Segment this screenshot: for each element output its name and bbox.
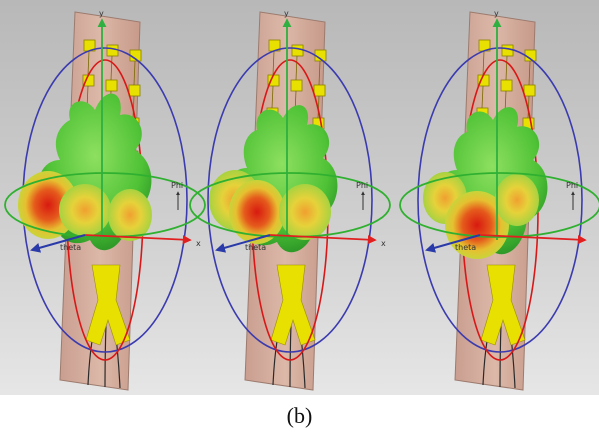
axis-y-label: y [494, 9, 499, 18]
axis-phi-label: Phi [171, 181, 183, 190]
axis-theta-label: theta [245, 243, 266, 252]
radiation-pattern-canvas: y x theta Phi y x theta Phi [4, 9, 599, 391]
antenna-panel-1: y x theta Phi [4, 9, 206, 391]
axis-x-label: x [381, 239, 386, 248]
axis-x-label: x [196, 239, 201, 248]
axis-theta-label: theta [60, 243, 81, 252]
axis-phi-label: Phi [356, 181, 368, 190]
axis-theta-label: theta [455, 243, 476, 252]
radiation-pattern-figure: y x theta Phi y x theta Phi [0, 0, 599, 395]
axis-y-label: y [284, 9, 289, 18]
antenna-panel-3: y theta Phi [399, 9, 599, 391]
figure-caption: (b) [286, 403, 313, 428]
axis-phi-label: Phi [566, 181, 578, 190]
antenna-panel-2: y x theta Phi [189, 9, 391, 391]
axis-y-label: y [99, 9, 104, 18]
